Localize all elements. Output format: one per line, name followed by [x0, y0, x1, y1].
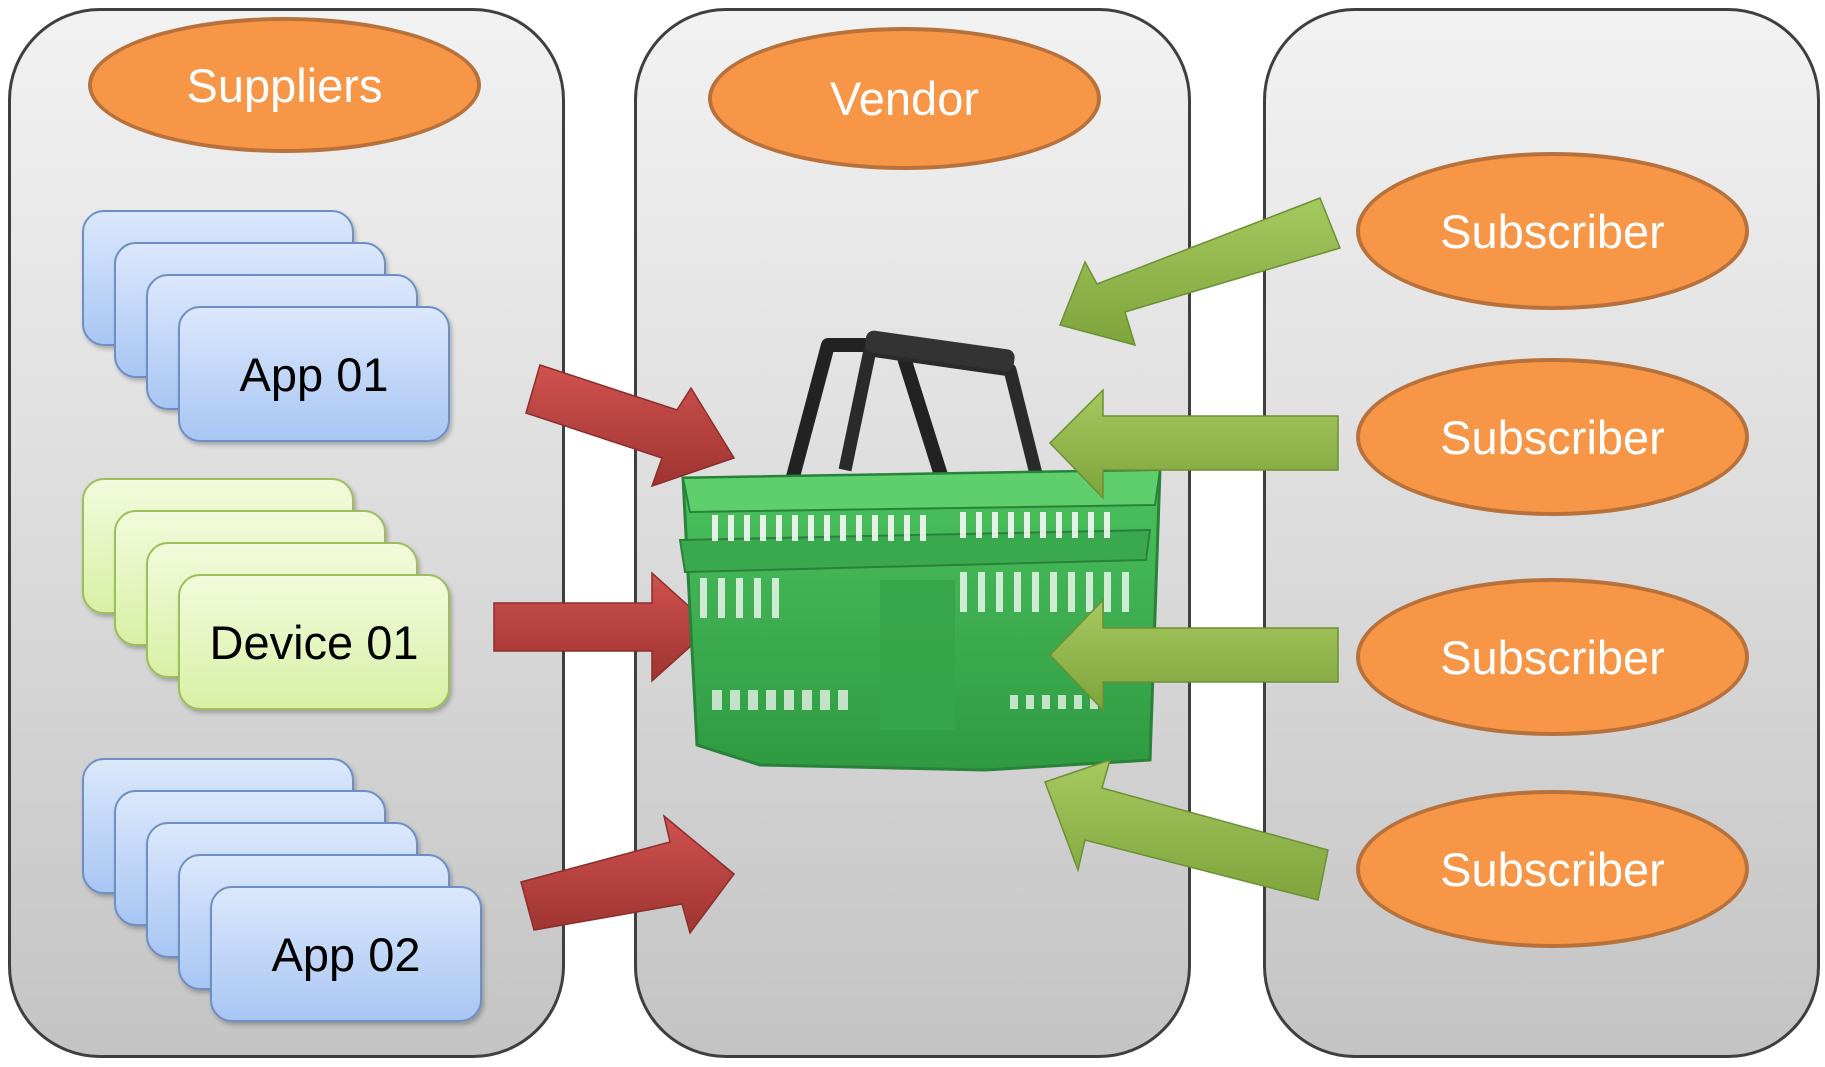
subscriber-arrow-2 — [1048, 388, 1339, 500]
subscriber-1: Subscriber — [1356, 152, 1749, 310]
vendor-header: Vendor — [708, 27, 1101, 170]
device-card-front: Device 01 — [178, 574, 450, 710]
subscriber-4: Subscriber — [1356, 790, 1749, 948]
subscriber-2: Subscriber — [1356, 358, 1749, 516]
app2-card-label: App 02 — [271, 927, 421, 981]
supplier-arrow-3 — [520, 814, 736, 935]
subscriber-1-label: Subscriber — [1440, 204, 1665, 258]
subscriber-4-label: Subscriber — [1440, 842, 1665, 896]
app-card-front: App 01 — [178, 306, 450, 442]
subscriber-2-label: Subscriber — [1440, 410, 1665, 464]
shopping-basket-icon — [678, 330, 1162, 772]
device-card-label: Device 01 — [209, 615, 419, 669]
subscriber-3-label: Subscriber — [1440, 630, 1665, 684]
vendor-header-label: Vendor — [830, 72, 979, 125]
suppliers-header-label: Suppliers — [186, 58, 383, 112]
subscriber-arrow-4 — [1044, 758, 1329, 901]
subscriber-arrow-1 — [1058, 197, 1342, 347]
supplier-arrow-2 — [493, 571, 714, 683]
suppliers-header: Suppliers — [88, 17, 481, 153]
app-card-label: App 01 — [239, 347, 389, 401]
app2-card-front: App 02 — [210, 886, 482, 1022]
subscriber-3: Subscriber — [1356, 578, 1749, 736]
subscriber-arrow-3 — [1048, 598, 1339, 712]
supplier-arrow-1 — [525, 364, 736, 488]
